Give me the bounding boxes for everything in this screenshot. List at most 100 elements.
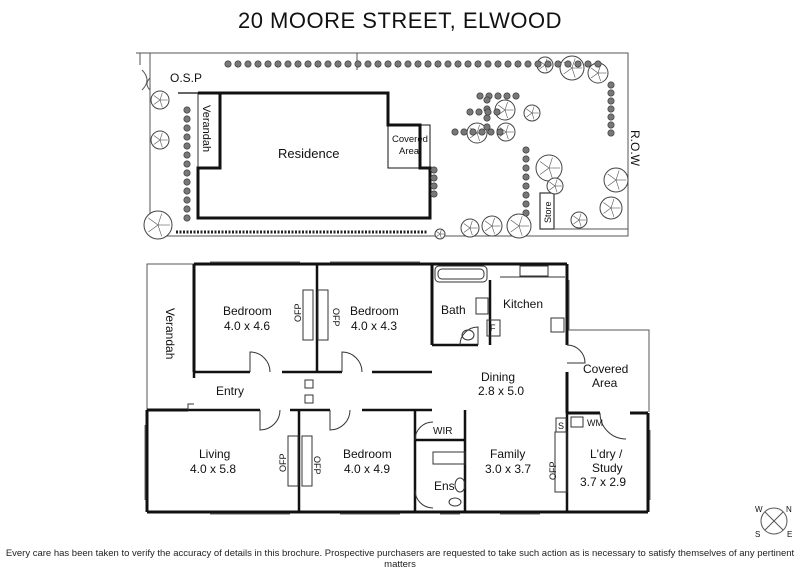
shrub (607, 81, 615, 89)
shrub (183, 151, 191, 159)
shrub (364, 60, 372, 68)
shrub (183, 142, 191, 150)
shrub (503, 92, 511, 100)
shrub (414, 60, 422, 68)
shrub (294, 60, 302, 68)
row-label: R.O.W (628, 130, 642, 167)
shrub (607, 105, 615, 113)
bedroom1-size: 4.0 x 4.6 (224, 319, 270, 333)
interior-walls (188, 264, 569, 512)
family-name: Family (490, 447, 525, 461)
shrub (183, 124, 191, 132)
vanity (475, 297, 489, 315)
door-bedroom3[interactable] (329, 409, 351, 431)
site-covered-label-1: Covered (392, 134, 428, 145)
tree (506, 213, 532, 239)
door-bedroom2[interactable] (341, 351, 363, 373)
tree (150, 130, 170, 150)
site-covered-label-2: Area (399, 146, 420, 157)
shrub (183, 196, 191, 204)
shrub (384, 60, 392, 68)
garden-shrubs (183, 60, 615, 222)
shrub (522, 191, 530, 199)
laundry-name-2: Study (592, 461, 623, 475)
shrub (354, 60, 362, 68)
shrub (483, 114, 491, 122)
store-outline (539, 192, 555, 230)
tree (546, 177, 564, 195)
shrub (594, 60, 602, 68)
door-kitchen-covered[interactable] (566, 344, 586, 364)
shrub (522, 200, 530, 208)
shrub (476, 92, 484, 100)
windows (144, 261, 651, 515)
door-ensuite[interactable] (414, 489, 434, 509)
entry-tile-1 (304, 379, 314, 389)
shrub (474, 60, 482, 68)
door-bedroom1[interactable] (249, 351, 271, 373)
shrub (484, 108, 492, 116)
compass-e: E (787, 530, 792, 539)
tree (481, 215, 503, 237)
shrub (430, 174, 438, 182)
shrub (494, 60, 502, 68)
shrub (244, 60, 252, 68)
shrub (522, 182, 530, 190)
bath-label: Bath (441, 303, 466, 317)
bathtub-inner (437, 268, 485, 280)
door-entry[interactable] (187, 403, 194, 410)
shrub (451, 128, 459, 136)
tree (143, 210, 173, 240)
door-wir[interactable] (414, 421, 434, 441)
compass-s: S (755, 530, 760, 539)
wm-box (570, 416, 584, 428)
shrub (183, 115, 191, 123)
dining-size: 2.8 x 5.0 (478, 384, 524, 398)
ofp-label-3: OFP (278, 453, 288, 472)
compass-n: N (786, 505, 792, 514)
shrub (404, 60, 412, 68)
family-size: 3.0 x 3.7 (485, 462, 531, 476)
shrub (522, 209, 530, 217)
shrub (183, 205, 191, 213)
shrub (460, 128, 468, 136)
wir-label: WIR (433, 426, 452, 437)
shrub (454, 60, 462, 68)
shrub (487, 128, 495, 136)
shrub (607, 113, 615, 121)
kitchen-sink (519, 265, 549, 277)
shrub (274, 60, 282, 68)
tree (494, 99, 516, 121)
site-verandah-label: Verandah (200, 105, 212, 152)
shrub (434, 60, 442, 68)
door-laundry[interactable] (599, 412, 627, 440)
shrub (334, 60, 342, 68)
shrub (469, 128, 477, 136)
entry-tile-2 (304, 394, 314, 404)
osp-label: O.S.P (170, 71, 202, 85)
bedroom3-name: Bedroom (343, 447, 392, 461)
compass-circle (760, 507, 788, 535)
shrub (183, 214, 191, 222)
shrub (544, 60, 552, 68)
shrub (183, 178, 191, 186)
door-bath[interactable] (459, 326, 479, 346)
bathtub (434, 265, 488, 283)
door-living[interactable] (259, 409, 281, 431)
cooktop (550, 317, 565, 333)
fireplace-3 (287, 435, 299, 487)
ofp-label-2: OFP (331, 308, 341, 327)
laundry-size: 3.7 x 2.9 (580, 475, 626, 489)
covered-area-fp-outline (567, 329, 650, 412)
shrub (444, 60, 452, 68)
shrub (183, 187, 191, 195)
bedroom1-name: Bedroom (223, 304, 272, 318)
disclaimer: Every care has been taken to verify the … (5, 548, 795, 570)
shrub (183, 106, 191, 114)
tree (523, 104, 541, 122)
covered-area-label-2: Area (592, 376, 618, 390)
site-boundary (136, 52, 629, 237)
compass-ew (764, 511, 784, 531)
fridge-box (486, 319, 501, 337)
